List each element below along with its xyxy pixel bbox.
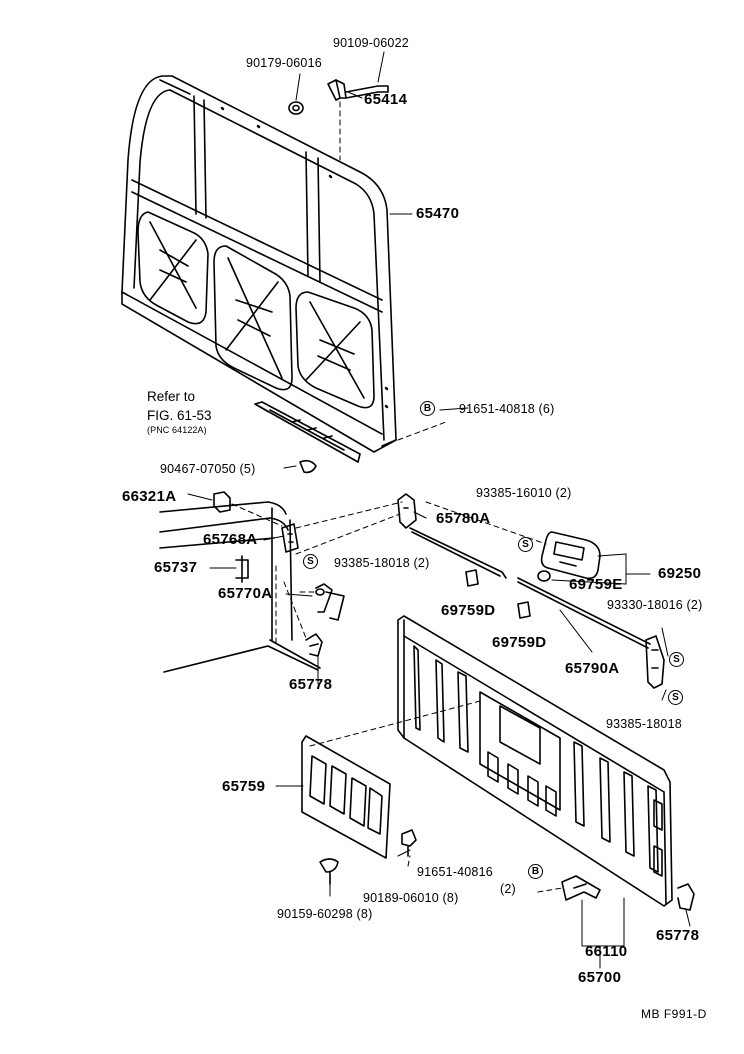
label-91651-40818: 91651-40818 (6): [459, 402, 555, 416]
label-90467-07050: 90467-07050 (5): [160, 462, 256, 476]
bracket-65778-right: [677, 883, 695, 911]
bracket-65778-left: [305, 633, 323, 657]
symbol-s-93385-16010: S: [518, 537, 533, 552]
label-69759D-b: 69759D: [492, 634, 547, 651]
label-65778-left: 65778: [289, 676, 333, 693]
symbol-b-91651-40816: B: [528, 864, 543, 879]
label-fig-ref: FIG. 61-53: [147, 408, 212, 423]
rod-65790A: [517, 577, 665, 689]
label-65778-right: 65778: [656, 927, 700, 944]
label-93385-18018-2: 93385-18018 (2): [334, 556, 430, 570]
clip-69759D-left: [465, 569, 479, 587]
label-65470: 65470: [416, 205, 460, 222]
handle-69250: [540, 531, 601, 580]
label-65414: 65414: [364, 91, 408, 108]
support-65770A: [315, 583, 345, 621]
label-93330-18016: 93330-18016 (2): [607, 598, 703, 612]
label-refer-to: Refer to: [147, 389, 196, 404]
symbol-s-93385-18018: S: [668, 690, 683, 705]
label-65700: 65700: [578, 969, 622, 986]
label-pnc-ref: (PNC 64122A): [147, 425, 207, 435]
bushing-69759E: [537, 570, 551, 582]
bed-rail-left: [159, 501, 321, 673]
label-90189-06010: 90189-06010 (8): [363, 891, 459, 905]
clip-69759D-right: [517, 601, 531, 619]
hinge-65768A: [281, 523, 299, 553]
label-65759: 65759: [222, 778, 266, 795]
label-66321A: 66321A: [122, 488, 177, 505]
symbol-b-91651-40818: B: [420, 401, 435, 416]
label-65790A: 65790A: [565, 660, 620, 677]
symbol-s-93330-18016: S: [669, 652, 684, 667]
tailgate-panel: [397, 615, 673, 907]
label-65768A: 65768A: [203, 531, 258, 548]
leader-lines: [187, 51, 691, 969]
bracket-66110: [561, 875, 601, 901]
label-91651-40816: 91651-40816: [417, 865, 493, 879]
footer-code: MB F991-D: [641, 1007, 707, 1021]
screw-90189: [401, 829, 417, 857]
assembly-dashed-lines: [231, 101, 563, 893]
rod-65780A: [397, 493, 507, 579]
striker-65737: [235, 555, 249, 583]
label-65780A: 65780A: [436, 510, 491, 527]
label-65770A: 65770A: [218, 585, 273, 602]
label-93385-18018: 93385-18018: [606, 717, 682, 731]
label-66110: 66110: [585, 943, 628, 960]
label-90159-60298: 90159-60298 (8): [277, 907, 373, 921]
symbol-s-93385-18018-2: S: [303, 554, 318, 569]
label-qty-2: (2): [500, 882, 516, 896]
bumper-66321A: [213, 491, 231, 513]
label-90109-06022: 90109-06022: [333, 36, 409, 50]
label-69759D-a: 69759D: [441, 602, 496, 619]
label-69759E: 69759E: [569, 576, 623, 593]
bolt-90159: [319, 858, 339, 885]
label-93385-16010: 93385-16010 (2): [476, 486, 572, 500]
label-90179-06016: 90179-06016: [246, 56, 322, 70]
clip-90467: [299, 459, 317, 474]
bracket-65414: [288, 79, 389, 115]
cab-protector-frame: [121, 75, 397, 453]
label-69250: 69250: [658, 565, 702, 582]
label-65737: 65737: [154, 559, 198, 576]
rear-strip-part: [254, 401, 361, 463]
plate-65759: [301, 735, 391, 859]
